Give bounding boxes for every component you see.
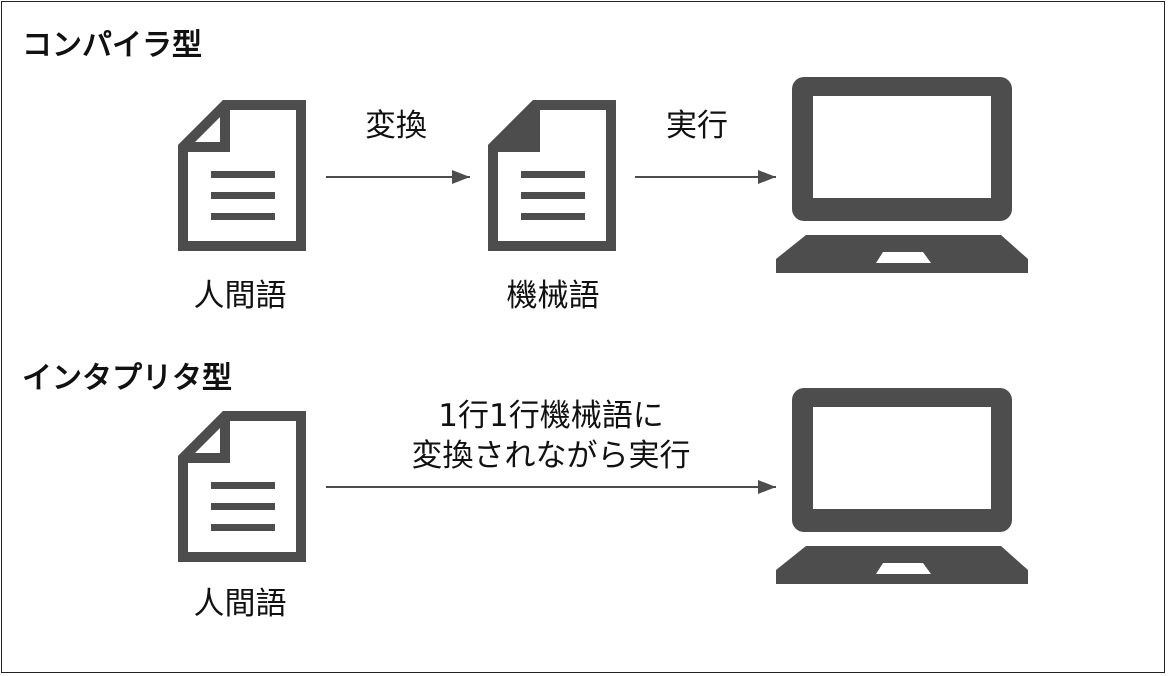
- interpreter-title: インタプリタ型: [22, 361, 232, 396]
- execute-arrowhead: [758, 170, 776, 184]
- laptop-icon: [776, 77, 1028, 273]
- source-document-icon: [183, 105, 301, 246]
- source-label: 人間語: [193, 278, 287, 314]
- execute-label: 実行: [666, 108, 728, 144]
- target-label: 機械語: [506, 278, 600, 314]
- convert-arrowhead: [452, 170, 470, 184]
- interpreter-source-label: 人間語: [193, 586, 287, 622]
- laptop-icon-interpreter: [776, 388, 1028, 584]
- source-document-icon-interpreter: [183, 416, 301, 557]
- process-line2: 変換されながら実行: [411, 438, 691, 474]
- process-line1: 1行1行機械語に: [438, 398, 664, 434]
- machine-document-icon: [493, 105, 611, 246]
- interpret-arrowhead: [758, 480, 776, 494]
- convert-label: 変換: [365, 108, 427, 144]
- compiler-title: コンパイラ型: [22, 28, 202, 63]
